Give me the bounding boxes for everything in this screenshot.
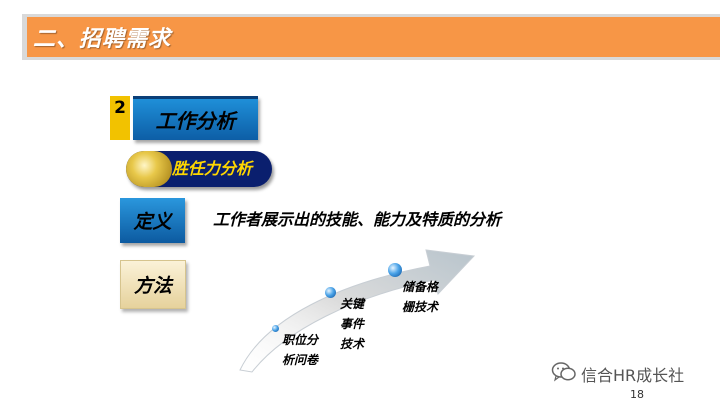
method-label: 方法: [133, 275, 172, 297]
method-box: 方法: [120, 260, 186, 309]
wechat-icon: [551, 362, 576, 382]
competency-label: 胜任力分析: [172, 159, 253, 178]
gold-ball-icon: [126, 151, 172, 187]
method-step-line: 储备格: [402, 280, 439, 294]
section-number-badge: 2: [110, 96, 130, 140]
section-number: 2: [114, 98, 126, 118]
definition-text: 工作者展示出的技能、能力及特质的分析: [213, 210, 502, 229]
page-number: 18: [630, 388, 644, 401]
method-step-line: 栅技术: [402, 300, 439, 314]
slide-title: 二、招聘需求: [33, 27, 172, 52]
method-step: 关键 事件 技术: [340, 294, 364, 354]
definition-label: 定义: [133, 211, 172, 233]
method-step: 职位分 析问卷: [282, 330, 318, 370]
method-step-line: 析问卷: [282, 353, 319, 367]
definition-box: 定义: [120, 198, 185, 243]
wechat-account-name: 信合HR成长社: [581, 366, 685, 385]
method-step: 储备格 栅技术: [402, 277, 438, 317]
curved-arrow-graphic: [239, 249, 476, 373]
competency-pill: 胜任力分析: [126, 151, 272, 187]
header-banner: 二、招聘需求: [27, 17, 720, 57]
method-step-line: 关键: [340, 297, 365, 311]
method-step-line: 技术: [340, 337, 365, 351]
section-title-box: 工作分析: [133, 96, 258, 140]
step-dot: [272, 325, 279, 332]
method-step-line: 职位分: [282, 333, 319, 347]
arrow-body: [239, 249, 476, 373]
step-dot: [388, 263, 402, 277]
section-title: 工作分析: [155, 109, 236, 133]
step-dot: [325, 287, 336, 298]
method-step-line: 事件: [340, 317, 365, 331]
